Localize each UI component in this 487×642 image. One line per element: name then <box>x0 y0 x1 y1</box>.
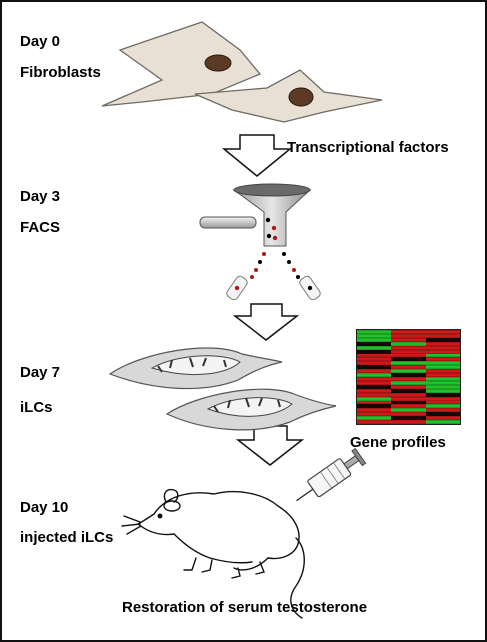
heatmap-cell <box>425 365 460 370</box>
heatmap-cell <box>391 333 426 338</box>
heatmap-cell <box>425 380 460 385</box>
step-day-0: Day 0 <box>20 33 61 50</box>
heatmap-cell <box>425 353 460 358</box>
heatmap-cell <box>391 408 426 413</box>
heatmap-cell <box>357 392 392 397</box>
heatmap-cell <box>425 345 460 350</box>
heatmap-cell <box>391 330 426 334</box>
heatmap-cell <box>425 420 460 424</box>
heatmap-cell <box>357 345 392 350</box>
heatmap-cell <box>357 377 392 381</box>
heatmap-cell <box>357 412 392 417</box>
arrow-down-icon <box>235 425 305 466</box>
heatmap-cell <box>357 357 392 362</box>
heatmap-cell <box>425 337 460 342</box>
heatmap-cell <box>357 330 392 334</box>
heatmap-cell <box>357 333 392 338</box>
heatmap-cell <box>425 392 460 397</box>
heatmap-cell <box>425 404 460 409</box>
heatmap-cell <box>391 373 426 377</box>
heatmap-cell <box>357 365 392 370</box>
heatmap-cell <box>357 349 392 354</box>
heatmap-cell <box>391 404 426 409</box>
arrow-down-icon <box>232 303 300 341</box>
heatmap-cell <box>425 349 460 354</box>
arrow-down-icon <box>221 134 293 177</box>
heatmap-cell <box>391 388 426 393</box>
heatmap-cell <box>391 380 426 385</box>
heatmap-cell <box>425 408 460 413</box>
heatmap-cell <box>357 361 392 366</box>
step-day-3: Day 3 <box>20 188 61 205</box>
heatmap-cell <box>391 384 426 389</box>
ilc-cell-2 <box>165 388 337 431</box>
heatmap-cell <box>357 353 392 358</box>
heatmap-cell <box>357 369 392 374</box>
heatmap-cell <box>425 416 460 421</box>
heatmap-cell <box>391 345 426 350</box>
heatmap-cell <box>391 353 426 358</box>
heatmap-cell <box>425 373 460 377</box>
heatmap-cell <box>357 404 392 409</box>
heatmap-cell <box>357 416 392 421</box>
heatmap-cell <box>391 377 426 381</box>
heatmap-cell <box>357 408 392 413</box>
heatmap-cell <box>357 384 392 389</box>
heatmap-cell <box>391 341 426 346</box>
heatmap-cell <box>357 420 392 424</box>
heatmap-cell <box>391 416 426 421</box>
step-label-ilcs: iLCs <box>20 399 53 416</box>
heatmap-cell <box>391 337 426 342</box>
heatmap-cell <box>425 369 460 374</box>
step-label-facs: FACS <box>20 219 61 236</box>
nucleus-icon <box>288 87 314 107</box>
heatmap-cell <box>425 377 460 381</box>
step-day-7: Day 7 <box>20 364 61 381</box>
annotation-transcriptional-factors: Transcriptional factors <box>287 139 449 156</box>
heatmap-cell <box>425 333 460 338</box>
heatmap-cell <box>391 361 426 366</box>
heatmap-cell <box>391 412 426 417</box>
fibroblast-cell-1 <box>101 21 262 107</box>
heatmap-cell <box>357 337 392 342</box>
heatmap-cell <box>425 384 460 389</box>
heatmap-cell <box>391 420 426 424</box>
annotation-outcome: Restoration of serum testosterone <box>122 599 368 616</box>
step-label-fibroblasts: Fibroblasts <box>20 64 101 81</box>
annotation-gene-profiles: Gene profiles <box>350 434 446 451</box>
heatmap-cell <box>425 412 460 417</box>
heatmap-cell <box>391 349 426 354</box>
heatmap-cell <box>357 380 392 385</box>
heatmap-cell <box>391 357 426 362</box>
step-label-injected-ilcs: injected iLCs <box>20 529 114 546</box>
heatmap-cell <box>425 357 460 362</box>
heatmap-cell <box>391 392 426 397</box>
heatmap-cell <box>391 365 426 370</box>
step-day-10: Day 10 <box>20 499 69 516</box>
syringe-icon <box>296 447 367 502</box>
heatmap-cell <box>425 361 460 366</box>
facs-sorter-icon <box>199 183 321 301</box>
heatmap-cell <box>357 400 392 405</box>
heatmap-cell <box>357 373 392 377</box>
heatmap-cell <box>357 388 392 393</box>
heatmap-cell <box>391 369 426 374</box>
heatmap-cell <box>391 400 426 405</box>
mouse-icon <box>121 488 305 619</box>
heatmap-cell <box>425 388 460 393</box>
fibroblast-cell-2 <box>194 69 383 123</box>
ilc-cell-1 <box>108 347 283 390</box>
heatmap-cell <box>425 330 460 334</box>
heatmap-cell <box>425 396 460 401</box>
heatmap-cell <box>357 396 392 401</box>
heatmap-cell <box>357 341 392 346</box>
heatmap-cell <box>425 341 460 346</box>
heatmap-cell <box>391 396 426 401</box>
gene-profile-heatmap <box>356 329 461 425</box>
nucleus-icon <box>204 54 232 72</box>
heatmap-cell <box>425 400 460 405</box>
